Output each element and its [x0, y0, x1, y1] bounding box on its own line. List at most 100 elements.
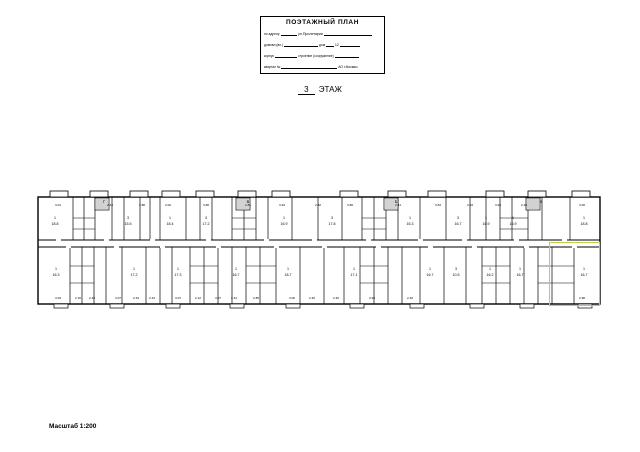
room-number: 1 — [519, 267, 521, 271]
room-number: 1 — [235, 267, 237, 271]
floor-number: 3 — [298, 85, 315, 95]
door-gap — [418, 239, 423, 241]
room-number: 1 — [409, 216, 411, 220]
balcony-top — [387, 190, 407, 198]
door-gap — [572, 246, 577, 248]
room-labels: 118.8315.5118.4317.2116.9317.8116.3316.7… — [52, 199, 588, 300]
stamp-address-row: по адресу: ул.Пролетарии — [264, 32, 372, 36]
balcony-bottom — [165, 303, 181, 309]
room-number: 1 — [512, 216, 514, 220]
section-letter: В — [247, 199, 250, 204]
room-area: 10.5 — [453, 273, 460, 277]
room-area: 16.9 — [510, 222, 517, 226]
floor-label: ЭТАЖ — [318, 85, 342, 94]
door-gap — [562, 239, 567, 241]
dimension-bottom: 2.44 — [231, 296, 237, 300]
door-gap — [312, 239, 317, 241]
address-value: ул.Пролетарии — [298, 32, 323, 36]
dimension-top: 3.86 — [203, 203, 209, 207]
dom-label: дом — [318, 43, 325, 47]
dimension-bottom: 3.07 — [175, 296, 181, 300]
room-area: 16.9 — [281, 222, 288, 226]
dimension-bottom: 2.34 — [133, 296, 139, 300]
room-area: 17.1 — [351, 273, 358, 277]
balcony-top — [527, 190, 547, 198]
balcony-bottom — [577, 303, 593, 309]
room-number: 1 — [169, 216, 171, 220]
door-gap — [206, 239, 211, 241]
room-area: 18.8 — [52, 222, 59, 226]
room-number: 1 — [583, 267, 585, 271]
door-gap — [524, 246, 529, 248]
dimension-bottom: 3.00 — [289, 296, 295, 300]
balcony-top — [571, 190, 591, 198]
door-gap — [472, 246, 477, 248]
kvartal-label: квартал № — [264, 65, 281, 69]
balcony-top — [339, 190, 359, 198]
dimension-top: 3.84 — [435, 203, 441, 207]
room-area: 16.2 — [487, 273, 494, 277]
dimension-bottom: 2.40 — [333, 296, 339, 300]
balcony-bottom — [109, 303, 125, 309]
dimension-top: 2.02 — [165, 203, 171, 207]
stamp-title: ПОЭТАЖНЫЙ ПЛАН — [285, 19, 360, 26]
building-walls — [37, 190, 601, 309]
door-gap — [216, 246, 221, 248]
dimension-top: 2.88 — [139, 203, 145, 207]
balcony-top — [427, 190, 447, 198]
room-number: 1 — [283, 216, 285, 220]
dimension-top: 2.04 — [467, 203, 473, 207]
stamp-house-row: домовл.(вл.) дом 12 — [264, 43, 360, 47]
dom-value: 12 — [334, 43, 339, 47]
dimension-bottom: 2.40 — [309, 296, 315, 300]
balcony-top — [271, 190, 291, 198]
room-area: 17.2 — [203, 222, 210, 226]
outer-wall — [37, 196, 601, 305]
room-area: 17.2 — [131, 273, 138, 277]
room-area: 16.7 — [455, 222, 462, 226]
balcony-bottom — [409, 303, 425, 309]
balcony-top — [237, 190, 257, 198]
stamp-kvartal-row: квартал № АО г.Москвы — [264, 65, 357, 69]
room-number: 1 — [489, 267, 491, 271]
door-gap — [322, 246, 327, 248]
room-area: 17.3 — [175, 273, 182, 277]
dimension-bottom: 3.07 — [115, 296, 121, 300]
balcony-bottom — [349, 303, 365, 309]
room-area: 16.7 — [581, 273, 588, 277]
room-area: 18.7 — [285, 273, 292, 277]
room-area: 16.3 — [407, 222, 414, 226]
door-gap — [66, 246, 71, 248]
dimension-bottom: 2.40 — [89, 296, 95, 300]
room-number: 3 — [127, 216, 129, 220]
door-gap — [150, 239, 155, 241]
room-area: 17.8 — [329, 222, 336, 226]
stroenie-label: строение (сооружение) — [298, 54, 334, 58]
door-gap — [366, 239, 371, 241]
balcony-bottom — [229, 303, 245, 309]
balcony-top — [485, 190, 505, 198]
dimension-bottom: 2.12 — [195, 296, 201, 300]
balcony-bottom — [285, 303, 301, 309]
door-gap — [428, 246, 433, 248]
dimension-top: 3.95 — [495, 203, 501, 207]
room-area: 16.3 — [53, 273, 60, 277]
section-letter: Б — [395, 199, 398, 204]
dimension-bottom: 2.40 — [407, 296, 413, 300]
room-number: 1 — [177, 267, 179, 271]
dimension-top: 3.89 — [347, 203, 353, 207]
dimension-top: 2.28 — [521, 203, 527, 207]
korpus-label: корпус — [264, 54, 275, 58]
dimension-bottom: 3.03 — [55, 296, 61, 300]
room-number: 1 — [583, 216, 585, 220]
room-number: 1 — [429, 267, 431, 271]
room-number: 1 — [55, 267, 57, 271]
door-gap — [160, 246, 165, 248]
address-label: по адресу: — [264, 32, 281, 36]
room-number: 3 — [331, 216, 333, 220]
highlighted-apartment[interactable] — [549, 242, 600, 306]
dimension-top: 3.01 — [55, 203, 61, 207]
org-label: АО г.Москвы — [338, 65, 358, 69]
